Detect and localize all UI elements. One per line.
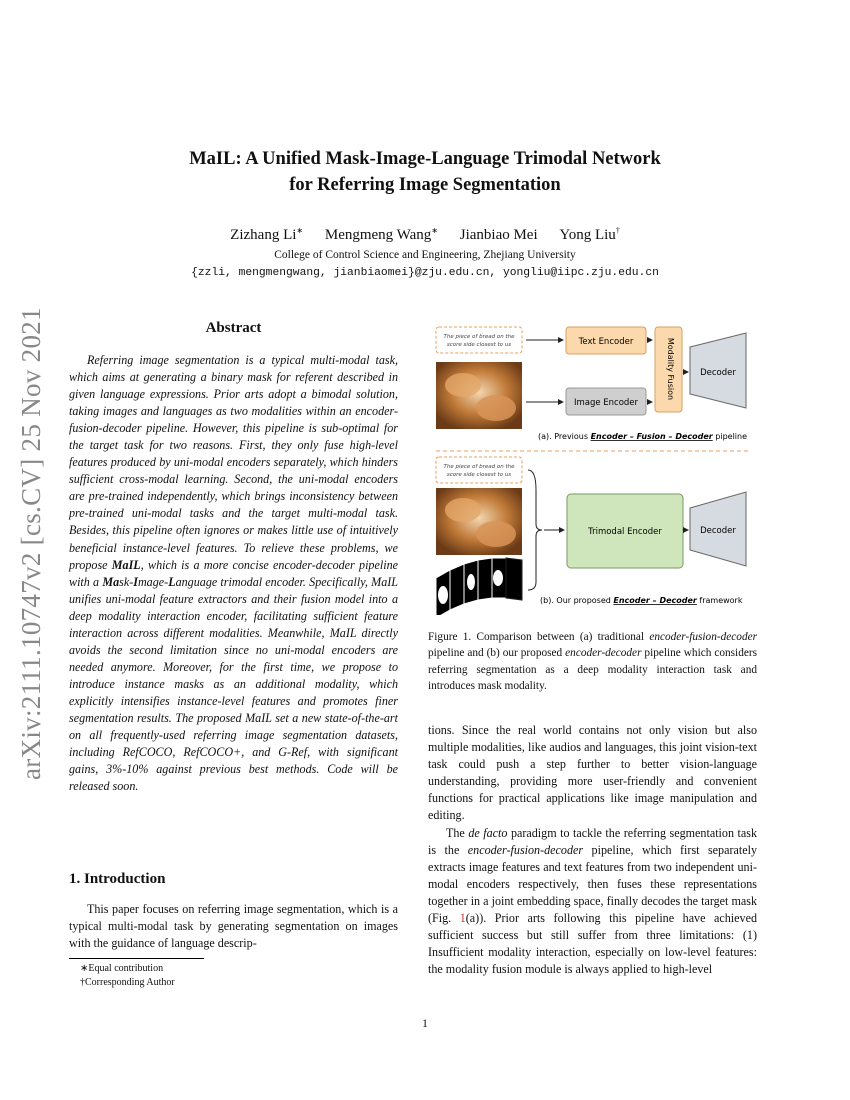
modality-fusion-box bbox=[654, 326, 683, 413]
query-text-line-1: The piece of bread on the bbox=[444, 334, 516, 340]
trimodal-encoder-label: Trimodal Encoder bbox=[587, 527, 662, 537]
intro-paragraph: This paper focuses on referring image se… bbox=[69, 902, 398, 951]
bread-shape bbox=[476, 395, 516, 421]
query-text-line-2: score side closest to us bbox=[447, 342, 511, 348]
figure-ref-link[interactable]: 1 bbox=[459, 911, 466, 926]
decoder-a-label: Decoder bbox=[700, 368, 736, 378]
decoder-b-trapezoid bbox=[689, 491, 747, 567]
image-encoder-label: Image Encoder bbox=[574, 398, 639, 408]
arxiv-stamp: arXiv:2111.10747v2 [cs.CV] 25 Nov 2021 bbox=[16, 307, 46, 780]
brace bbox=[527, 469, 543, 591]
bread-shape bbox=[445, 498, 481, 522]
input-image-a bbox=[436, 362, 522, 429]
footnote-equal: ∗Equal contribution bbox=[80, 963, 164, 974]
decoder-a-trapezoid bbox=[689, 332, 747, 409]
right-paragraph-1: tions. Since the real world contains not… bbox=[428, 723, 757, 823]
paper-title: MaIL: A Unified Mask-Image-Language Trim… bbox=[0, 146, 850, 198]
abstract-body: Referring image segmentation is a typica… bbox=[69, 353, 398, 794]
subcaption-b: (b). Our proposed Encoder – Decoder fram… bbox=[540, 596, 743, 605]
author: Zizhang Li∗ bbox=[230, 226, 304, 243]
page-number: 1 bbox=[422, 1016, 428, 1030]
right-paragraph-2: The de facto paradigm to tackle the refe… bbox=[428, 826, 758, 977]
input-image-b bbox=[436, 488, 522, 555]
text-encoder-label: Text Encoder bbox=[578, 337, 634, 347]
author: Mengmeng Wang∗ bbox=[324, 226, 438, 243]
query-text-box bbox=[435, 326, 523, 354]
author-list: Zizhang Li∗ Mengmeng Wang∗ Jianbiao Mei … bbox=[0, 226, 850, 244]
query-text-line-1: The piece of bread on the bbox=[444, 464, 516, 470]
subcaption-a: (a). Previous Encoder – Fusion – Decoder… bbox=[538, 432, 747, 441]
figure-1-diagram: The piece of bread on the score side clo… bbox=[435, 326, 750, 615]
text-encoder-box bbox=[565, 326, 647, 355]
author-emails: {zzli, mengmengwang, jianbiaomei}@zju.ed… bbox=[191, 267, 659, 279]
intro-heading: 1. Introduction bbox=[69, 871, 166, 887]
modality-fusion-label: Modality Fusion bbox=[666, 338, 675, 400]
footnote-rule bbox=[69, 958, 204, 959]
author: Yong Liu† bbox=[559, 226, 620, 243]
query-text-box bbox=[435, 456, 523, 484]
title-line-2: for Referring Image Segmentation bbox=[289, 175, 561, 195]
bread-shape bbox=[445, 373, 481, 397]
figure-1-caption: Figure 1. Comparison between (a) traditi… bbox=[428, 631, 758, 692]
decoder-b-label: Decoder bbox=[700, 526, 736, 536]
title-line-1: MaIL: A Unified Mask-Image-Language Trim… bbox=[189, 149, 661, 169]
bread-shape bbox=[476, 521, 516, 547]
image-encoder-box bbox=[565, 387, 647, 416]
instance-masks-stack bbox=[435, 557, 523, 615]
affiliation: College of Control Science and Engineeri… bbox=[274, 249, 576, 261]
abstract-heading: Abstract bbox=[205, 320, 262, 336]
query-text-line-2: score side closest to us bbox=[447, 472, 511, 478]
author: Jianbiao Mei bbox=[459, 227, 538, 243]
footnote-corresponding: †Corresponding Author bbox=[80, 977, 175, 988]
